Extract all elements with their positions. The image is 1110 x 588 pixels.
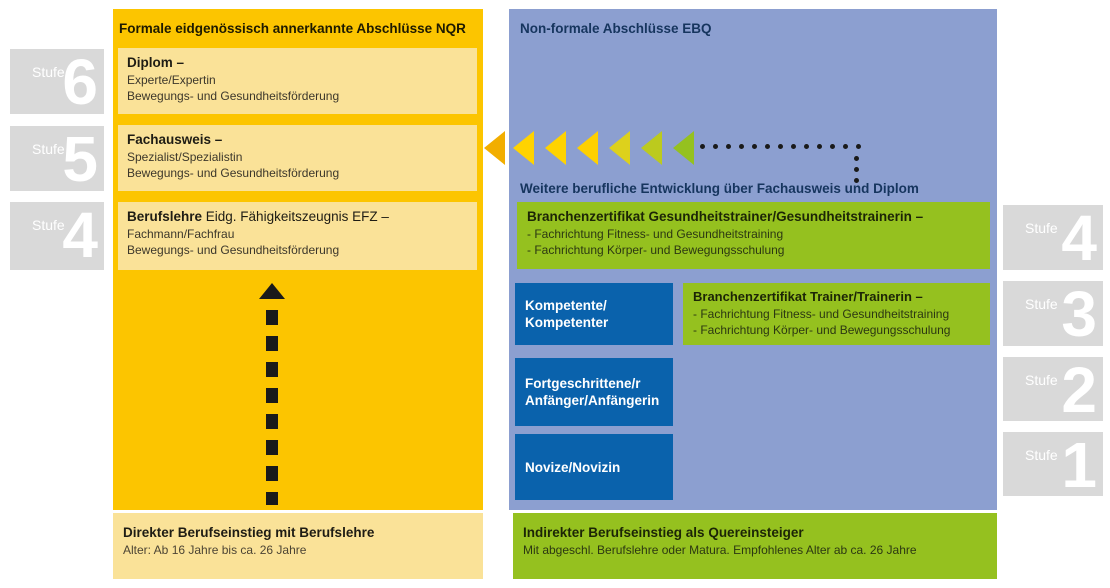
dotted-path-vertical [854,156,860,186]
formal-panel-title: Formale eidgenössisch annerkannte Abschl… [119,21,466,36]
level-badge-right-2: Stufe 2 [1003,354,1103,426]
level-label: Stufe [1025,372,1058,388]
fachausweis-box-title: Fachausweis – [127,132,223,147]
cert-title: Branchenzertifikat Trainer/Trainerin – [693,289,923,304]
berufslehre-box-line: Fachmann/Fachfrau [127,227,235,241]
level-label: Stufe [1025,220,1058,236]
level-number: 1 [1061,429,1097,501]
left-triangle-icon [545,131,566,165]
left-triangle-icon [641,131,662,165]
level-label: Stufe [1025,296,1058,312]
diplom-box: Diplom – Experte/Expertin Bewegungs- und… [118,48,477,114]
nonformal-panel: Non-formale Abschlüsse EBQ Weitere beruf… [509,9,997,510]
upward-arrow-head-icon [259,283,285,299]
upward-dashed-arrow [266,310,278,505]
indirect-entry-box: Indirekter Berufseinstieg als Quereinste… [513,513,997,579]
level-badge-right-1: Stufe 1 [1003,429,1103,501]
dotted-path-horizontal [700,144,861,150]
cert-line: - Fachrichtung Körper- und Bewegungsschu… [693,323,951,337]
stage-line: Kompetente/ [525,298,607,313]
stage-line: Kompetenter [525,315,609,330]
indirect-entry-subtitle: Mit abgeschl. Berufslehre oder Matura. E… [523,543,917,557]
diplom-box-line: Experte/Expertin [127,73,216,87]
level-label: Stufe [1025,447,1058,463]
diplom-box-title: Diplom – [127,55,185,70]
indirect-entry-title: Indirekter Berufseinstieg als Quereinste… [523,525,804,540]
berufslehre-box: Berufslehre Eidg. Fähigkeitszeugnis EFZ … [118,202,477,270]
cert-line: - Fachrichtung Fitness- und Gesundheitst… [527,227,784,241]
branchenzertifikat-trainer-box: Branchenzertifikat Trainer/Trainerin – -… [683,283,990,345]
cert-title: Branchenzertifikat Gesundheitstrainer/Ge… [527,209,924,224]
stage-line: Novize/Novizin [525,459,621,475]
level-badge-left-4: Stufe 4 [10,202,104,270]
level-label: Stufe [32,217,65,233]
level-number: 3 [1061,278,1097,350]
branchenzertifikat-gesundheitstrainer-box: Branchenzertifikat Gesundheitstrainer/Ge… [517,202,990,269]
left-triangle-icon [609,131,630,165]
nonformal-panel-title: Non-formale Abschlüsse EBQ [520,21,712,36]
direct-entry-subtitle: Alter: Ab 16 Jahre bis ca. 26 Jahre [123,543,307,557]
novize-box: Novize/Novizin [515,434,673,500]
left-triangle-icon [577,131,598,165]
formal-panel: Formale eidgenössisch annerkannte Abschl… [113,9,483,510]
berufslehre-box-line: Bewegungs- und Gesundheitsförderung [127,243,340,257]
level-label: Stufe [32,141,65,157]
kompetente-box: Kompetente/ Kompetenter [515,283,673,345]
fortgeschrittene-box: Fortgeschrittene/r Anfänger/Anfängerin [515,358,673,426]
level-badge-right-4: Stufe 4 [1003,202,1103,274]
berufslehre-box-title: Berufslehre Eidg. Fähigkeitszeugnis EFZ … [127,209,389,224]
level-badge-left-6: Stufe 6 [10,46,104,118]
level-number: 6 [62,46,98,118]
cert-line: - Fachrichtung Körper- und Bewegungsschu… [527,243,785,257]
level-badge-left-5: Stufe 5 [10,123,104,195]
level-number: 4 [1061,202,1097,274]
diplom-box-line: Bewegungs- und Gesundheitsförderung [127,89,340,103]
level-badge-right-3: Stufe 3 [1003,278,1103,350]
left-triangle-icon [484,131,505,165]
stage-line: Fortgeschrittene/r [525,376,641,391]
fachausweis-box: Fachausweis – Spezialist/Spezialistin Be… [118,125,477,191]
level-label: Stufe [32,64,65,80]
direct-entry-box: Direkter Berufseinstieg mit Berufslehre … [113,513,483,579]
level-number: 4 [62,199,98,271]
fachausweis-box-line: Bewegungs- und Gesundheitsförderung [127,166,340,180]
level-number: 2 [1061,354,1097,426]
left-triangle-icon [673,131,694,165]
direct-entry-title: Direkter Berufseinstieg mit Berufslehre [123,525,375,540]
cert-line: - Fachrichtung Fitness- und Gesundheitst… [693,307,950,321]
left-triangle-icon [513,131,534,165]
level-number: 5 [62,123,98,195]
development-note: Weitere berufliche Entwicklung über Fach… [520,181,919,196]
stage-line: Anfänger/Anfängerin [525,393,660,408]
fachausweis-box-line: Spezialist/Spezialistin [127,150,243,164]
